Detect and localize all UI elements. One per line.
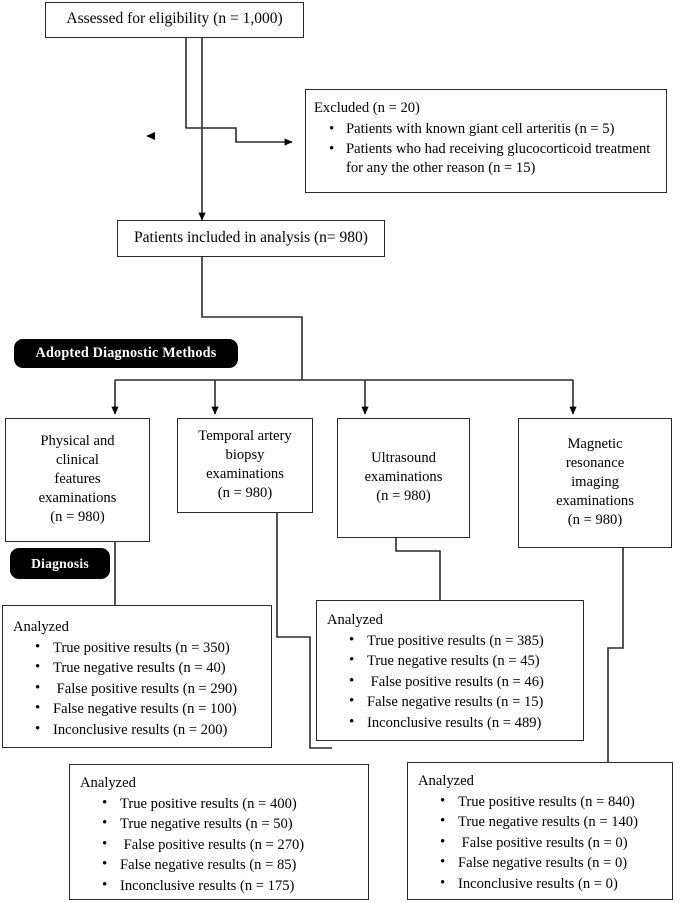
box-excluded: Excluded (n = 20) Patients with known gi… (305, 89, 667, 193)
connector-ultrasound-to-analyzed (395, 537, 441, 600)
method-line: features (54, 471, 101, 488)
method-line: imaging (571, 474, 619, 491)
list-item: True negative results (n = 140) (440, 811, 666, 832)
stray-arrowhead-icon (146, 132, 155, 140)
list-item: Patients who had receiving glucocorticoi… (329, 139, 658, 179)
method-line: (n = 980) (217, 484, 273, 501)
method-line: examinations (206, 466, 284, 482)
box-analyzed-mri: Analyzed True positive results (n = 840)… (407, 762, 673, 900)
method-line: (n = 980) (50, 508, 105, 525)
method-line: resonance (565, 455, 625, 472)
method-line: clinical (56, 452, 99, 469)
list-item: False negative results (n = 0) (440, 852, 666, 873)
analyzed-list: True positive results (n = 385) True neg… (323, 630, 577, 733)
list-item: Inconclusive results (n = 175) (102, 875, 362, 896)
analyzed-list: True positive results (n = 400) True neg… (76, 793, 362, 896)
list-item: True positive results (n = 840) (440, 791, 666, 812)
box-patients-included: Patients included in analysis (n= 980) (117, 220, 385, 257)
analyzed-list: True positive results (n = 840) True neg… (414, 791, 666, 894)
analyzed-heading: Analyzed (418, 773, 474, 789)
badge-diagnosis: Diagnosis (10, 548, 110, 579)
list-item: False positive results (n = 0) (440, 832, 666, 853)
method-line: Physical and (40, 433, 115, 450)
analyzed-heading: Analyzed (80, 775, 136, 791)
badge-label: Diagnosis (31, 555, 89, 571)
method-line: examinations (364, 469, 443, 486)
list-item: False positive results (n = 270) (102, 834, 362, 855)
list-item: False negative results (n = 15) (349, 691, 577, 712)
analyzed-heading: Analyzed (327, 612, 383, 628)
assessed-label: Assessed for eligibility (n = 1,000) (66, 10, 283, 28)
list-item: True negative results (n = 45) (349, 650, 577, 671)
box-method-mri: Magnetic resonance imaging examinations … (518, 418, 672, 548)
connector-mri-to-analyzed (607, 548, 624, 762)
list-item: True negative results (n = 40) (35, 657, 265, 678)
box-analyzed-temporal-artery-biopsy: Analyzed True positive results (n = 400)… (69, 764, 369, 900)
method-line: (n = 980) (376, 487, 431, 504)
list-item: False positive results (n = 290) (35, 678, 265, 699)
list-item: True positive results (n = 385) (349, 630, 577, 651)
box-analyzed-physical-clinical: Analyzed True positive results (n = 350)… (2, 605, 272, 748)
list-item: Patients with known giant cell arteritis… (329, 119, 658, 140)
box-method-physical-clinical: Physical and clinical features examinati… (5, 418, 150, 542)
analyzed-heading: Analyzed (13, 619, 69, 635)
analyzed-list: True positive results (n = 350) True neg… (9, 637, 265, 740)
method-line: Temporal artery (198, 428, 292, 445)
connector-assessed-to-excluded (185, 37, 293, 146)
excluded-list: Patients with known giant cell arteritis… (312, 119, 658, 179)
included-label: Patients included in analysis (n= 980) (134, 228, 368, 246)
box-assessed-for-eligibility: Assessed for eligibility (n = 1,000) (45, 2, 304, 38)
badge-label: Adopted Diagnostic Methods (35, 345, 217, 361)
badge-adopted-diagnostic-methods: Adopted Diagnostic Methods (14, 339, 238, 368)
list-item: False positive results (n = 46) (349, 671, 577, 692)
box-method-temporal-artery-biopsy: Temporal artery biopsy examinations (n =… (177, 418, 313, 513)
list-item: Inconclusive results (n = 489) (349, 712, 577, 733)
method-line: (n = 980) (567, 511, 623, 528)
list-item: False negative results (n = 85) (102, 854, 362, 875)
method-line: biopsy (225, 447, 265, 464)
list-item: True positive results (n = 400) (102, 793, 362, 814)
method-line: Magnetic (567, 436, 623, 453)
list-item: Inconclusive results (n = 0) (440, 873, 666, 894)
method-line: examinations (556, 492, 634, 509)
list-item: True negative results (n = 50) (102, 813, 362, 834)
box-analyzed-ultrasound: Analyzed True positive results (n = 385)… (316, 600, 584, 741)
list-item: Inconclusive results (n = 200) (35, 719, 265, 740)
excluded-heading: Excluded (n = 20) (314, 100, 420, 116)
method-line: examinations (38, 489, 117, 506)
list-item: False negative results (n = 100) (35, 698, 265, 719)
method-line: Ultrasound (371, 450, 436, 467)
list-item: True positive results (n = 350) (35, 637, 265, 658)
box-method-ultrasound: Ultrasound examinations (n = 980) (337, 418, 470, 538)
